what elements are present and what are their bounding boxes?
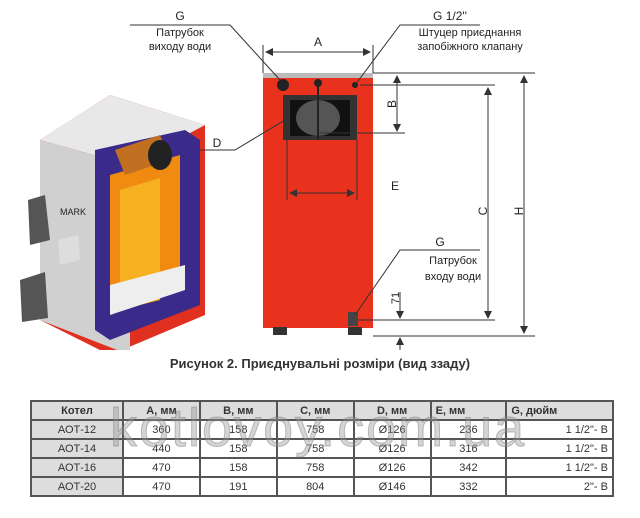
cell: Ø126 <box>352 419 432 440</box>
outlet-label-2: виходу води <box>149 41 211 53</box>
cell: 758 <box>275 457 355 478</box>
cell: Ø126 <box>352 438 432 459</box>
cell: 2"- B <box>505 476 614 497</box>
figure-caption: Рисунок 2. Приєднувальні розміри (вид зз… <box>169 356 471 371</box>
cell: 158 <box>198 457 278 478</box>
cell: АОТ-20 <box>29 476 125 497</box>
cell: 158 <box>198 419 278 440</box>
inlet-label-2: входу води <box>425 271 481 283</box>
table-header-row: Котел A, мм B, мм C, мм D, мм E, мм G, д… <box>29 400 614 421</box>
col-header: G, дюйм <box>505 400 614 421</box>
boiler-cutaway-illustration: MARK <box>20 95 205 350</box>
cell: 804 <box>275 476 355 497</box>
cell: 342 <box>429 457 508 478</box>
boiler-diagram: MARK G Патрубок виходу води <box>20 9 535 350</box>
inlet-label-1: Патрубок <box>429 255 477 267</box>
cell: 1 1/2"- B <box>505 419 614 440</box>
inlet-g-label: G <box>435 235 444 249</box>
dim-71: 71 <box>390 292 402 304</box>
dim-a: A <box>314 35 322 49</box>
outlet-label-1: Патрубок <box>156 27 204 39</box>
dim-c: C <box>476 206 490 215</box>
valve-g-label: G 1/2'' <box>433 9 467 23</box>
col-header: B, мм <box>198 400 278 421</box>
cell: 1 1/2"- B <box>505 457 614 478</box>
dim-b: B <box>385 100 399 108</box>
dimensions-table: Котел A, мм B, мм C, мм D, мм E, мм G, д… <box>29 400 614 497</box>
cell: АОТ-16 <box>29 457 125 478</box>
dim-d: D <box>213 136 222 150</box>
cell: 360 <box>122 419 201 440</box>
col-header: D, мм <box>352 400 432 421</box>
cell: 316 <box>429 438 508 459</box>
dim-e: E <box>391 179 399 193</box>
boiler-rear-view <box>263 73 373 335</box>
cell: 758 <box>275 419 355 440</box>
brand-text: MARK <box>60 207 86 217</box>
cell: АОТ-12 <box>29 419 125 440</box>
cell: 1 1/2"- B <box>505 438 614 459</box>
cell: 470 <box>122 476 201 497</box>
col-header: Котел <box>29 400 125 421</box>
cell: 470 <box>122 457 201 478</box>
cell: 236 <box>429 419 508 440</box>
valve-label-1: Штуцер приєднання <box>419 27 522 39</box>
cell: 758 <box>275 438 355 459</box>
cell: АОТ-14 <box>29 438 125 459</box>
col-header: A, мм <box>122 400 201 421</box>
col-header: C, мм <box>275 400 355 421</box>
cell: 158 <box>198 438 278 459</box>
cell: 332 <box>429 476 508 497</box>
inlet-pipe <box>348 312 358 326</box>
cell: Ø146 <box>352 476 432 497</box>
outlet-pipe <box>277 79 289 91</box>
cell: 440 <box>122 438 201 459</box>
outlet-g-label: G <box>175 9 184 23</box>
cell: Ø126 <box>352 457 432 478</box>
cell: 191 <box>198 476 278 497</box>
dim-h: H <box>512 207 526 216</box>
col-header: E, мм <box>429 400 508 421</box>
valve-label-2: запобіжного клапану <box>417 41 523 53</box>
